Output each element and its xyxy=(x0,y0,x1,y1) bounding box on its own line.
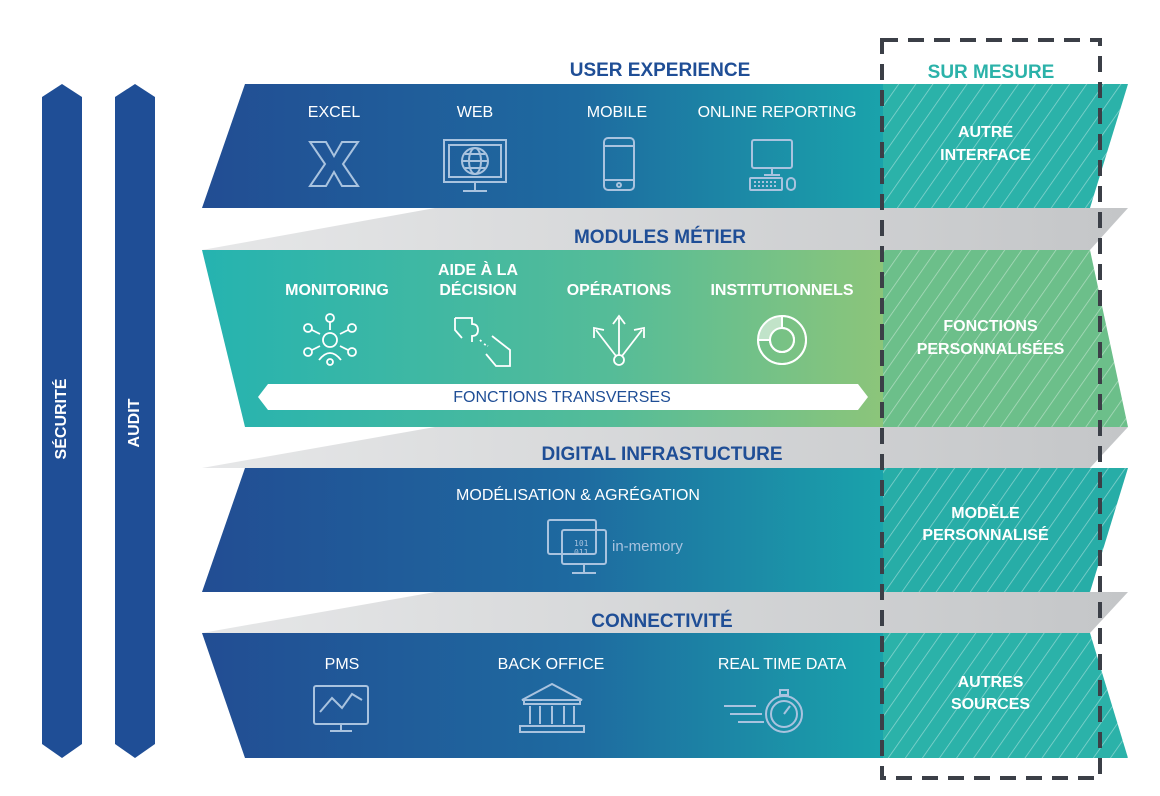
sur-mesure-title: SUR MESURE xyxy=(927,62,1055,83)
sur-mesure-frame xyxy=(880,38,1102,780)
conn-item-real-time-data: REAL TIME DATA xyxy=(717,656,847,673)
custom-conn-line2: SOURCES xyxy=(950,696,1031,713)
fonctions-transverses-label: FONCTIONS TRANSVERSES xyxy=(453,389,671,406)
band-user-experience xyxy=(202,84,883,208)
conn-item-back-office: BACK OFFICE xyxy=(497,656,605,673)
custom-conn-line1: AUTRES xyxy=(957,674,1024,691)
module-item-aide-line1: AIDE À LA xyxy=(438,262,518,279)
module-item-aide-line2: DÉCISION xyxy=(439,282,517,299)
bank-building-icon xyxy=(519,682,585,733)
conn-item-pms: PMS xyxy=(324,656,360,673)
security-pillar xyxy=(42,84,82,758)
security-label: SÉCURITÉ xyxy=(53,378,70,460)
infra-item-in-memory: in-memory xyxy=(612,538,683,555)
connector-1 xyxy=(202,208,1128,250)
modules-metier-title: MODULES MÉTIER xyxy=(573,227,747,248)
ux-item-excel: EXCEL xyxy=(307,104,361,121)
module-item-institutionnels: INSTITUTIONNELS xyxy=(710,282,854,299)
svg-text:011: 011 xyxy=(574,548,589,557)
audit-pillar xyxy=(115,84,155,758)
stopwatch-icon xyxy=(724,689,803,733)
band-digital-infra xyxy=(202,468,883,592)
user-experience-title: USER EXPERIENCE xyxy=(569,60,751,81)
hands-puzzle-icon xyxy=(454,317,511,367)
custom-ux-line2: INTERFACE xyxy=(940,147,1031,164)
custom-modules-line1: FONCTIONS xyxy=(943,318,1038,335)
digital-infrastructure-title: DIGITAL INFRASTUCTURE xyxy=(541,444,783,465)
server-monitor-icon: 101 011 xyxy=(547,519,607,574)
module-item-monitoring: MONITORING xyxy=(285,282,389,299)
line-chart-monitor-icon xyxy=(313,685,369,732)
module-item-operations: OPÉRATIONS xyxy=(566,282,672,299)
custom-infra-line1: MODÈLE xyxy=(951,505,1020,522)
audit-label: AUDIT xyxy=(126,398,143,448)
mobile-icon xyxy=(603,137,635,191)
connector-2 xyxy=(202,427,1128,468)
connector-3 xyxy=(202,592,1128,633)
ux-item-online-reporting: ONLINE REPORTING xyxy=(697,104,857,121)
ux-item-web: WEB xyxy=(456,104,494,121)
connectivite-title: CONNECTIVITÉ xyxy=(591,611,733,632)
network-person-icon xyxy=(303,313,357,366)
custom-ux-line1: AUTRE xyxy=(957,124,1014,141)
infra-item-modelisation: MODÉLISATION & AGRÉGATION xyxy=(456,487,700,504)
custom-infra-line2: PERSONNALISÉ xyxy=(922,527,1049,544)
desktop-computer-icon xyxy=(749,139,796,191)
band-modules-metier xyxy=(202,250,883,427)
band-connectivite xyxy=(202,633,883,758)
transverse-arrow xyxy=(258,384,868,410)
donut-chart-icon xyxy=(756,314,807,365)
globe-monitor-icon xyxy=(443,139,507,192)
custom-modules-line2: PERSONNALISÉES xyxy=(916,341,1065,358)
excel-icon xyxy=(308,141,360,187)
svg-text:101: 101 xyxy=(574,539,589,548)
arrows-split-icon xyxy=(593,314,645,366)
ux-item-mobile: MOBILE xyxy=(586,104,648,121)
